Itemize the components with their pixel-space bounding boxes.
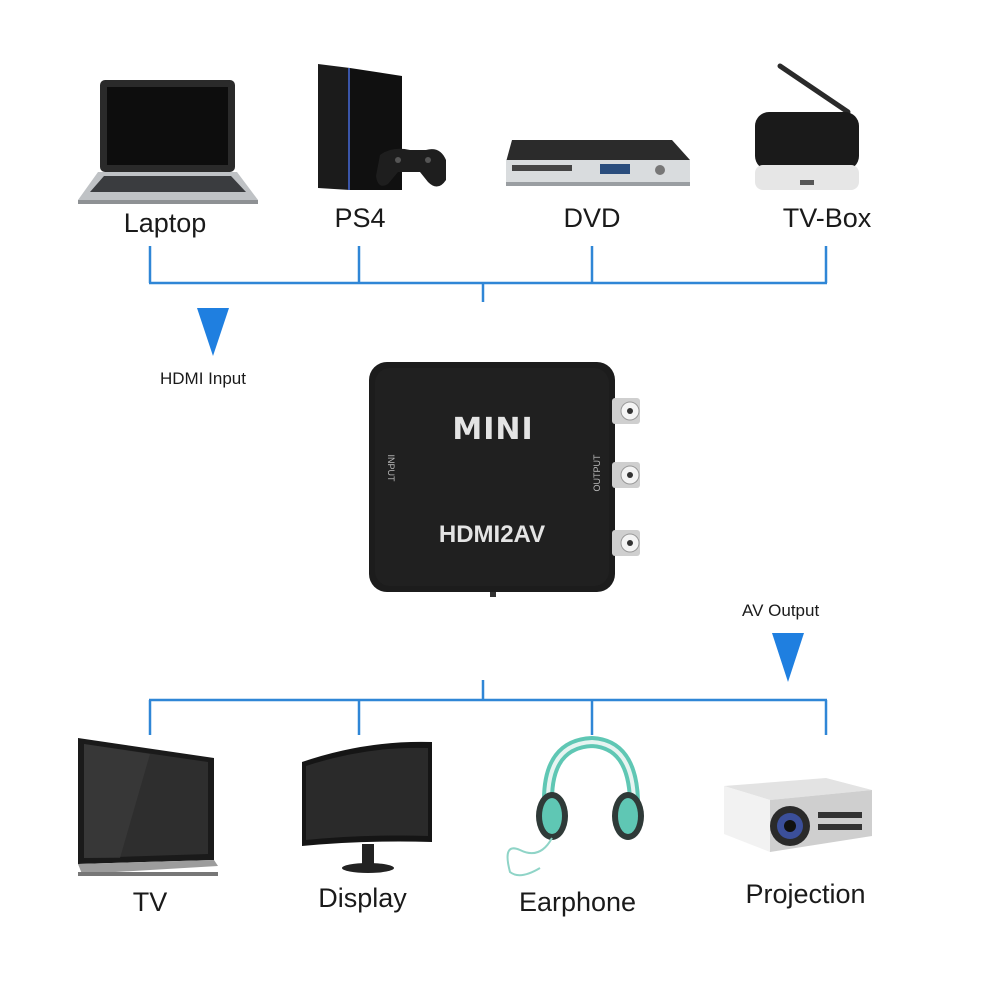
input-label-ps4: PS4 — [334, 203, 386, 233]
output-label-tv: TV — [132, 887, 168, 917]
rca-jack-bottom-icon — [612, 530, 640, 556]
av-output-label: AV Output — [742, 601, 820, 620]
output-label-display: Display — [318, 883, 407, 913]
converter-brand-text: MINI — [452, 412, 534, 447]
input-label-dvd: DVD — [563, 203, 621, 233]
rca-jack-top-icon — [612, 398, 640, 424]
hdmi-input-arrow-icon — [197, 308, 229, 356]
input-label-tvbox: TV-Box — [782, 203, 872, 233]
hdmi-input-label: HDMI Input — [160, 369, 246, 388]
converter-model-text: HDMI2AV — [438, 521, 546, 548]
output-label-projection: Projection — [745, 879, 866, 909]
output-label-earphone: Earphone — [518, 887, 637, 917]
input-label-laptop: Laptop — [123, 208, 207, 238]
rca-jack-middle-icon — [612, 462, 640, 488]
av-output-arrow-icon — [772, 633, 804, 682]
